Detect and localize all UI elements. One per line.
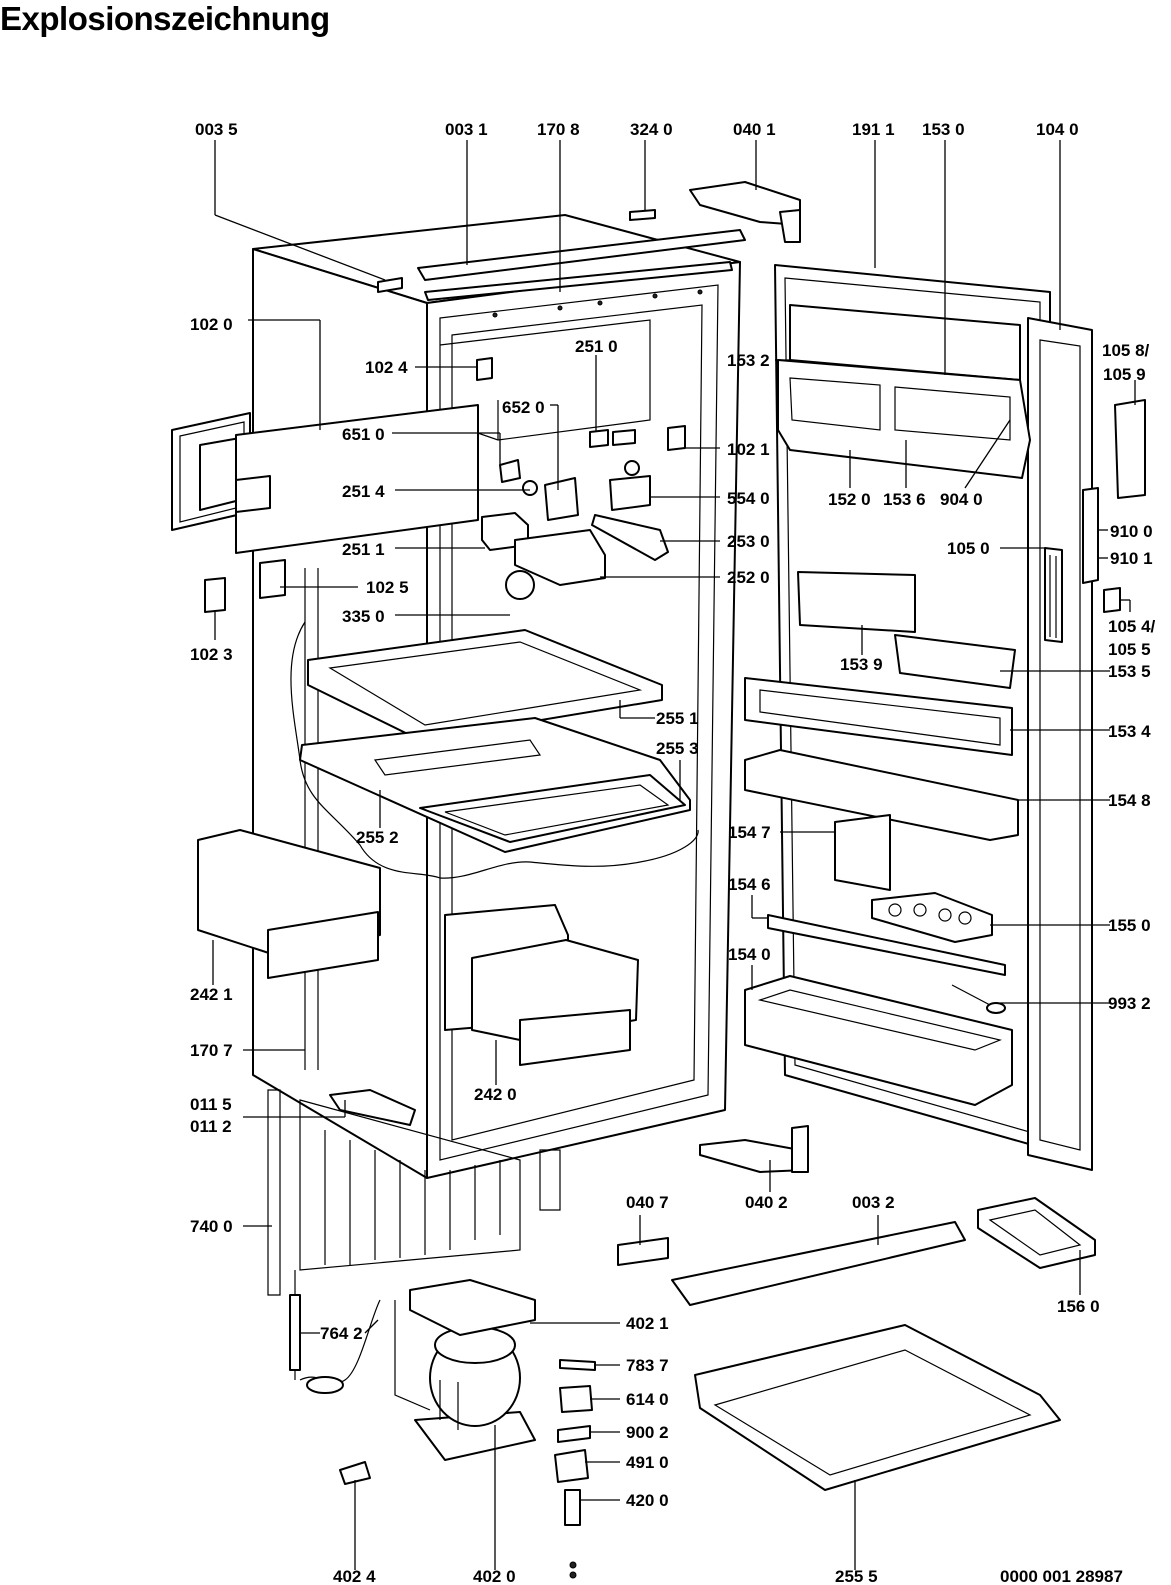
cover-strip: [671, 1221, 966, 1306]
part-label: 102 5: [366, 578, 409, 597]
part-label: 651 0: [342, 425, 385, 444]
part-label: 255 3: [656, 739, 699, 758]
part-label: 154 6: [728, 875, 771, 894]
part-label: 255 1: [656, 709, 699, 728]
part-label: 900 2: [626, 1423, 669, 1442]
part-label: 191 1: [852, 120, 895, 139]
part-label: 652 0: [502, 398, 545, 417]
part-label: 251 0: [575, 337, 618, 356]
part-label: 105 0: [947, 539, 990, 558]
compressor: [394, 1279, 536, 1461]
part-label: 251 1: [342, 540, 385, 559]
crisper-drawers: [197, 829, 639, 1066]
part-label: 105 8/: [1102, 341, 1150, 360]
part-label: 153 5: [1108, 662, 1151, 681]
part-label: 335 0: [342, 607, 385, 626]
part-label: 003 2: [852, 1193, 895, 1212]
part-label: 153 6: [883, 490, 926, 509]
part-label: 153 2: [727, 351, 770, 370]
part-label: 154 8: [1108, 791, 1151, 810]
electrical-parts: [339, 1237, 669, 1579]
part-label: 242 0: [474, 1085, 517, 1104]
part-label: 040 2: [745, 1193, 788, 1212]
part-label: 255 2: [356, 828, 399, 847]
glass-shelf-bottom: [694, 1324, 1061, 1491]
part-label: 491 0: [626, 1453, 669, 1472]
part-label: 614 0: [626, 1390, 669, 1409]
control-parts: [204, 357, 686, 613]
part-label: 102 4: [365, 358, 408, 377]
part-label: 153 0: [922, 120, 965, 139]
part-label: 011 5: [190, 1095, 232, 1114]
part-label: 242 1: [190, 985, 233, 1004]
part-label: 153 9: [840, 655, 883, 674]
part-label: 402 4: [333, 1567, 376, 1585]
part-label: 783 7: [626, 1356, 669, 1375]
part-label: 554 0: [727, 489, 770, 508]
part-label: 156 0: [1057, 1297, 1100, 1316]
part-label: 040 1: [733, 120, 776, 139]
part-label: 152 0: [828, 490, 871, 509]
leader-lines: [212, 140, 1136, 1570]
part-label: 003 5: [195, 120, 238, 139]
door: [744, 264, 1146, 1171]
part-label: 105 4/: [1108, 617, 1156, 636]
part-label: 324 0: [630, 120, 673, 139]
part-label: 003 1: [445, 120, 488, 139]
part-label: 910 0: [1110, 522, 1153, 541]
part-label: 154 0: [728, 945, 771, 964]
part-label: 102 0: [190, 315, 233, 334]
glass-shelves: [299, 629, 691, 853]
part-label: 420 0: [626, 1491, 669, 1510]
part-number-labels: 003 5 003 1 170 8 324 0 040 1 191 1 153 …: [190, 120, 1156, 1585]
part-label: 154 7: [728, 823, 771, 842]
part-label: 170 8: [537, 120, 580, 139]
hinges: [629, 181, 809, 1173]
part-label: 993 2: [1108, 994, 1151, 1013]
page-title: Explosionszeichnung: [0, 0, 330, 37]
part-label: 104 0: [1036, 120, 1079, 139]
part-label: 040 7: [626, 1193, 669, 1212]
part-label: 170 7: [190, 1041, 233, 1060]
part-label: 904 0: [940, 490, 983, 509]
part-label: 155 0: [1108, 916, 1151, 935]
drawing-number: 0000 001 28987: [1000, 1567, 1123, 1585]
part-label: 402 0: [473, 1567, 516, 1585]
condenser: [267, 1089, 561, 1394]
part-label: 153 4: [1108, 722, 1151, 741]
part-label: 011 2: [190, 1117, 232, 1136]
part-label: 740 0: [190, 1217, 233, 1236]
part-label: 252 0: [727, 568, 770, 587]
part-label: 764 2: [320, 1324, 363, 1343]
part-label: 102 3: [190, 645, 233, 664]
part-label: 253 0: [727, 532, 770, 551]
part-label: 102 1: [727, 440, 770, 459]
part-label: 251 4: [342, 482, 385, 501]
ice-tray: [977, 1197, 1096, 1269]
part-label: 910 1: [1110, 549, 1153, 568]
part-label: 105 5: [1108, 640, 1151, 659]
freezer-flap: [171, 404, 479, 554]
part-label: 105 9: [1103, 365, 1146, 384]
part-label: 255 5: [835, 1567, 878, 1585]
part-label: 402 1: [626, 1314, 669, 1333]
